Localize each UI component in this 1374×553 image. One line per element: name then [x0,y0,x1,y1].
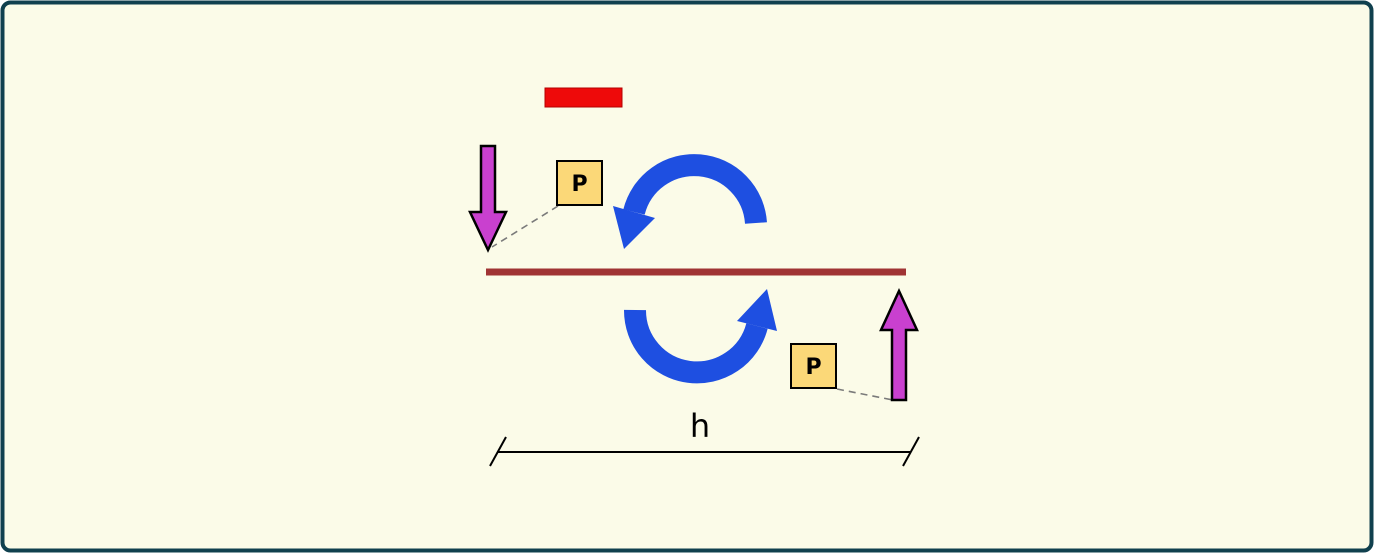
dimension-tick-left [489,436,507,467]
force-label-box-bottom [790,343,837,389]
force-label-box-top [556,160,603,206]
dimension-tick-right [902,436,920,467]
leader-line-bottom [836,388,894,401]
force-label-bottom: P [805,355,821,380]
up-force-arrow [879,288,919,402]
dimension-label: h [690,407,710,445]
moment-arrow-bottom-head [737,289,777,331]
moment-arrow-bottom-arc [623,309,768,384]
force-label-top: P [571,172,587,197]
leader-line-top [491,205,559,248]
red-bar [544,87,623,108]
moment-arrow-top-arc [623,154,767,225]
down-force-arrow [468,144,508,253]
moment-arrow-top-head [613,206,655,249]
